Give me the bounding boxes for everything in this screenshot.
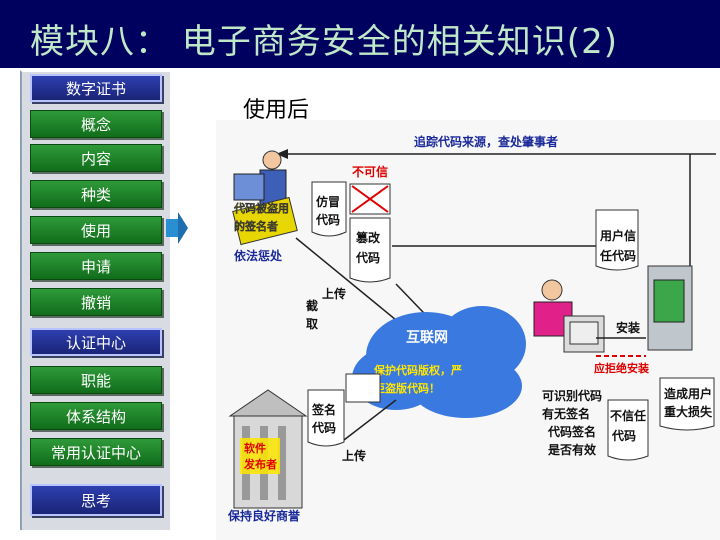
publisher-label-1: 软件 — [244, 441, 266, 455]
fake-code-label-2: 代码 — [315, 212, 340, 227]
nav-label: 职能 — [80, 371, 111, 390]
sign-code-label-1: 签名 — [311, 402, 336, 417]
nav-label: 撤销 — [80, 293, 111, 312]
tamper-label-1: 篡改 — [356, 230, 381, 245]
nav-item-ca[interactable]: 认证中心 — [30, 328, 162, 356]
user-trust-label-1: 用户信 — [599, 228, 636, 243]
nav-item-functions[interactable]: 职能 — [30, 366, 162, 394]
nav-label: 认证中心 — [65, 333, 126, 352]
arrowhead-icon — [276, 149, 288, 159]
pointer-arrow-icon — [166, 212, 188, 244]
nav-item-revoke[interactable]: 撤销 — [30, 288, 162, 316]
thief-label-1: 代码被盗用 — [233, 201, 289, 215]
identify-label-2: 有无签名 — [542, 406, 590, 421]
nav-label: 思考 — [80, 491, 111, 510]
sign-code-label-2: 代码 — [311, 420, 336, 435]
nav-item-types[interactable]: 种类 — [30, 180, 162, 208]
nav-label: 申请 — [80, 257, 111, 276]
cross-icon — [351, 185, 389, 213]
nav-label: 体系结构 — [65, 407, 126, 426]
nav-label: 种类 — [80, 185, 111, 204]
sidebar-nav: 数字证书 概念 内容 种类 使用 申请 撤销 认证中心 职能 体系结构 常用认证… — [20, 70, 170, 530]
tamper-label-2: 代码 — [355, 250, 380, 265]
user-at-computer-icon — [533, 279, 605, 353]
code-signing-diagram: 追踪代码来源，查处肇事者 代码被盗用 的签名者 依法惩处 不可信 仿冒 代码 篡… — [216, 120, 720, 540]
user-trust-label-2: 任代码 — [599, 248, 636, 263]
internet-label: 互联网 — [406, 330, 448, 346]
steal-label-2: 取 — [306, 317, 318, 331]
nav-item-usage[interactable]: 使用 — [30, 216, 162, 244]
untrusted-label: 不可信 — [352, 164, 388, 179]
flow-line — [295, 237, 397, 321]
thief-figure-icon — [232, 196, 298, 246]
identify-label-3: 代码签名 — [547, 424, 596, 439]
distrust-label-2: 代码 — [611, 428, 636, 443]
distrust-label-1: 不信任 — [610, 408, 646, 423]
upload-line — [343, 399, 397, 441]
internet-note-1: 保护代码版权，严 — [373, 363, 462, 377]
steal-label-1: 截 — [306, 298, 318, 313]
nav-label: 常用认证中心 — [50, 443, 141, 462]
signature-certificate-icon — [345, 373, 381, 403]
user-trust-doc — [595, 209, 639, 271]
nav-item-apply[interactable]: 申请 — [30, 252, 162, 280]
subtitle: 使用后 — [243, 98, 310, 123]
nav-label: 数字证书 — [65, 79, 126, 98]
loss-label-2: 重大损失 — [664, 404, 713, 419]
upload-label-1: 上传 — [322, 286, 346, 301]
nav-label: 使用 — [80, 221, 111, 240]
fake-code-doc — [311, 181, 347, 237]
nav-item-concept[interactable]: 概念 — [30, 110, 162, 138]
nav-item-architecture[interactable]: 体系结构 — [30, 402, 162, 430]
reputation-label: 保持良好商誉 — [227, 508, 301, 523]
title-bar: 模块八： 电子商务安全的相关知识(2) — [0, 0, 720, 68]
internet-note-2: 拒盗版代码！ — [374, 381, 440, 395]
loss-doc — [659, 377, 715, 431]
punish-label: 依法惩处 — [234, 248, 283, 263]
trace-label: 追踪代码来源，查处肇事者 — [414, 134, 558, 149]
tamper-code-doc — [349, 217, 391, 283]
loss-label-1: 造成用户 — [664, 386, 712, 401]
nav-item-common-ca[interactable]: 常用认证中心 — [30, 438, 162, 466]
upload-label-2: 上传 — [342, 448, 366, 463]
nav-label: 内容 — [80, 149, 111, 168]
refuse-install-label: 应拒绝安装 — [594, 361, 649, 375]
officer-figure-icon — [233, 150, 287, 207]
thief-label-2: 的签名者 — [234, 219, 278, 233]
distrust-doc — [607, 399, 649, 461]
server-icon — [647, 265, 693, 351]
nav-item-digital-certificate[interactable]: 数字证书 — [30, 74, 162, 102]
nav-item-content[interactable]: 内容 — [30, 144, 162, 172]
identify-label-1: 可识别代码 — [542, 388, 602, 403]
identify-label-4: 是否有效 — [547, 442, 597, 457]
publisher-label-2: 发布者 — [243, 457, 277, 471]
install-label: 安装 — [616, 320, 640, 335]
publisher-label-bg — [240, 438, 280, 474]
trace-label-bg — [412, 132, 592, 152]
fake-code-label-1: 仿冒 — [316, 194, 340, 209]
nav-item-think[interactable]: 思考 — [30, 484, 162, 516]
page-title: 模块八： 电子商务安全的相关知识(2) — [30, 22, 618, 62]
signed-code-doc — [307, 389, 345, 447]
nav-label: 概念 — [80, 115, 111, 134]
